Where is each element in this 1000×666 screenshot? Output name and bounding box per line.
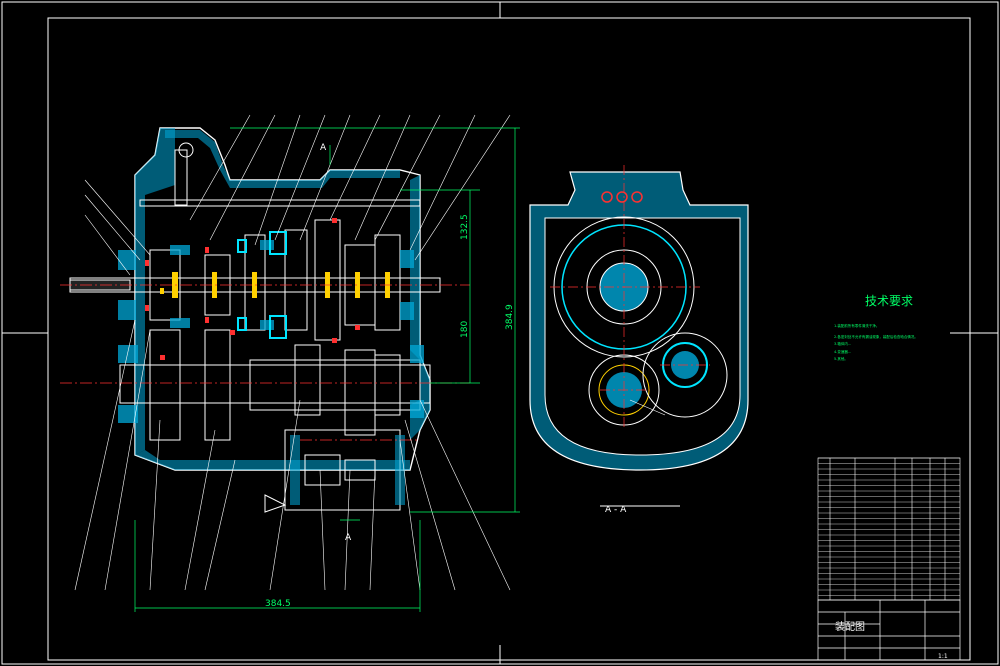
tech-note-5: 5.其他。 <box>834 356 848 361</box>
tech-title: 技术要求 <box>865 294 913 308</box>
dimension-lines <box>134 127 520 612</box>
leader-lines <box>74 114 511 591</box>
section-mark-top: A <box>320 143 327 153</box>
title-block <box>817 599 961 661</box>
parts-list-rows <box>818 457 960 596</box>
sheet-scale: 1:1 <box>938 653 948 660</box>
inner-border <box>47 17 971 661</box>
side-view <box>529 165 749 471</box>
tech-requirements: 技术要求 1.装配前所有零件清洗干净。 2.各密封处不允许有漏油现象，装配后检查… <box>834 294 918 361</box>
main-section-view <box>60 127 470 513</box>
parts-list <box>817 457 961 601</box>
tech-note-2: 2.各密封处不允许有漏油现象，装配后检查啮合情况。 <box>834 334 918 339</box>
section-mark-bottom: A <box>345 533 352 543</box>
dim-lower: 180 <box>460 321 470 338</box>
dim-total: 384.9 <box>505 304 515 330</box>
section-label-A-A: A - A <box>605 505 627 515</box>
tech-note-4: 4.变速器... <box>834 349 851 354</box>
tech-note-3: 3.箱体内... <box>834 341 851 346</box>
tech-note-1: 1.装配前所有零件清洗干净。 <box>834 323 879 328</box>
drawing-title: 装配图 <box>835 620 865 633</box>
dim-upper: 132.5 <box>460 214 470 240</box>
dim-width: 384.5 <box>265 599 291 609</box>
